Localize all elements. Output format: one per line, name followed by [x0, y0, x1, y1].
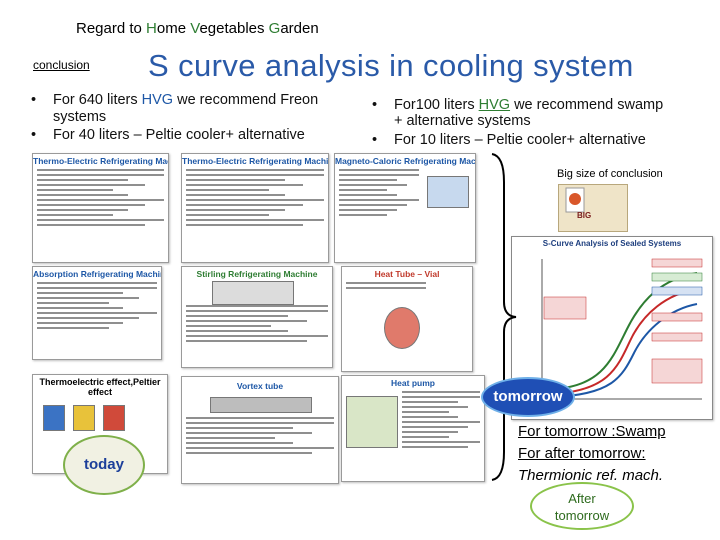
tomorrow-oval: tomorrow [481, 377, 575, 417]
peltier-cell-3 [103, 405, 125, 431]
powerpoint-file-icon[interactable]: BIG [558, 184, 628, 232]
right-brace [491, 153, 517, 481]
peltier-cell-1 [43, 405, 65, 431]
thumbnail-thermo-electric-1[interactable]: Thermo-Electric Refrigerating Machine [32, 153, 169, 263]
right-bullet-1-cont: + alternative systems [394, 113, 531, 129]
page-header: Regard to Home Vegetables Garden [76, 20, 319, 37]
thumbnail-heat-tube[interactable]: Heat Tube – Vial [341, 266, 473, 372]
right-bullet-2: • For 10 liters – Peltie cooler+ alterna… [372, 132, 646, 148]
final-line-3: Thermionic ref. mach. [518, 467, 664, 484]
conclusion-label: conclusion [33, 58, 90, 72]
big-size-label: Big size of conclusion [557, 168, 663, 180]
thumbnail-absorption[interactable]: Absorption Refrigerating Machine [32, 266, 162, 360]
final-line-1: For tomorrow :Swamp [518, 423, 666, 440]
thumbnail-vortex-tube[interactable]: Vortex tube [181, 376, 339, 484]
thumbnail-heat-pump[interactable]: Heat pump [341, 375, 485, 482]
thumbnail-stirling[interactable]: Stirling Refrigerating Machine [181, 266, 333, 368]
peltier-cell-2 [73, 405, 95, 431]
right-bullet-1: • For100 liters HVG we recommend swamp [372, 97, 664, 113]
page-title: S curve analysis in cooling system [148, 48, 634, 83]
right-bullet-list: • For100 liters HVG we recommend swamp +… [372, 97, 714, 157]
s-curve-graphic [541, 258, 703, 400]
final-line-2: For after tomorrow: [518, 445, 646, 462]
left-bullet-1: • For 640 liters HVG we recommend Freon [31, 92, 319, 108]
vial-image [384, 307, 420, 349]
left-bullet-list: • For 640 liters HVG we recommend Freon … [31, 92, 373, 152]
stirling-diagram [212, 281, 294, 305]
ppt-label: BIG [577, 211, 592, 220]
left-bullet-2: • For 40 liters – Peltie cooler+ alterna… [31, 127, 305, 143]
left-bullet-1-cont: systems [53, 109, 107, 125]
heat-pump-image [346, 396, 398, 448]
ppt-document-icon [565, 187, 585, 213]
thumbnail-thermo-electric-2[interactable]: Thermo-Electric Refrigerating Machine [181, 153, 329, 263]
today-oval: today [63, 435, 145, 495]
after-tomorrow-label: After tomorrow [554, 491, 610, 523]
magnet-image [427, 176, 469, 208]
vortex-tube-image [210, 397, 312, 413]
after-tomorrow-oval: After tomorrow [530, 482, 634, 530]
thumbnail-magneto-caloric[interactable]: Magneto-Caloric Refrigerating Machine [334, 153, 476, 263]
